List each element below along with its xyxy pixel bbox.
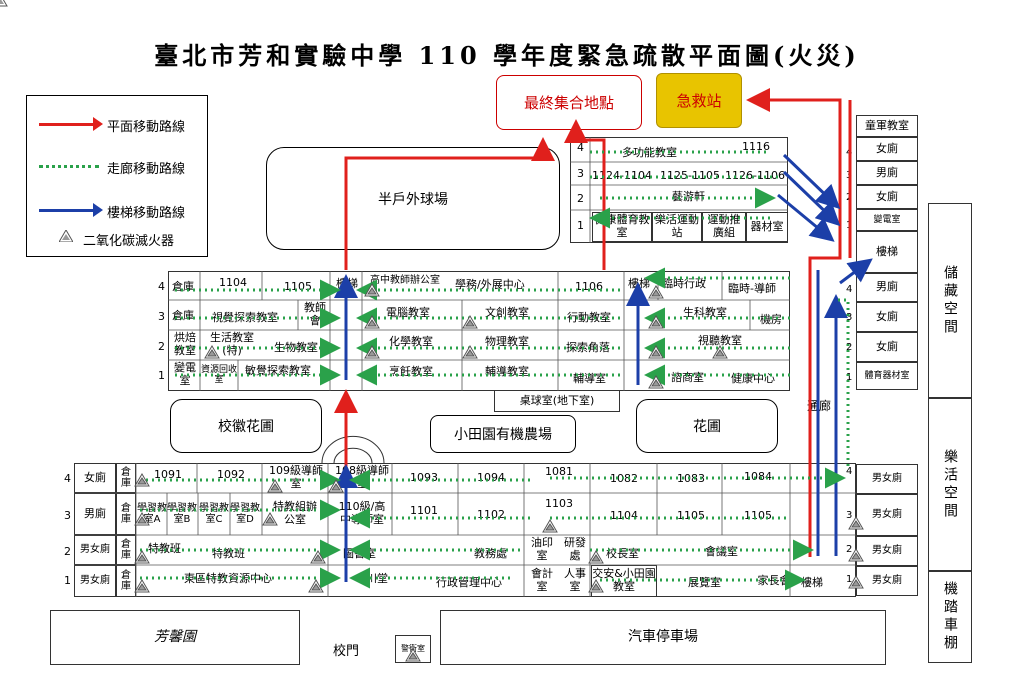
room-learn-c: 學習教室C: [199, 502, 229, 526]
room-sped-resource: 東區特教資源中心: [184, 572, 272, 585]
room-1105b: 1105: [744, 509, 772, 522]
svg-text:2: 2: [846, 342, 852, 353]
room-restroom-mf: 男女廁: [74, 565, 116, 597]
extinguisher-icon: [59, 230, 73, 242]
room-1091: 1091: [154, 468, 182, 481]
room-computer: 電腦教室: [386, 306, 430, 319]
legend: 平面移動路線 走廊移動路線 樓梯移動路線 二氧化碳滅火器: [26, 95, 208, 257]
room-transformer: 變電室: [174, 361, 196, 387]
room-tech: 生科教室: [683, 306, 727, 319]
room-restroom-f: 女廁: [74, 463, 116, 493]
room-sports: 運動推廣組: [702, 212, 746, 242]
assembly-point: 最終集合地點: [496, 75, 642, 130]
organic-farm: 小田園有機農場: [430, 415, 576, 453]
room-restroom-mf: 男女廁: [74, 535, 116, 565]
middle-block: [168, 271, 790, 391]
room-1093: 1093: [410, 471, 438, 484]
room-temp-homeroom: 臨時-導師: [728, 282, 776, 295]
bike-parking: 機踏車棚: [928, 571, 972, 663]
room-baking: 烘焙教室: [174, 331, 196, 357]
room-learn-a: 學習教室A: [137, 502, 167, 526]
room-physics: 物理教室: [485, 335, 529, 348]
room-print: 油印室: [531, 536, 553, 562]
room-restroom-mf: 男女廁: [856, 464, 918, 494]
svg-text:4: 4: [846, 466, 852, 477]
room-1104: 1104: [219, 276, 247, 289]
north-block: [570, 137, 788, 243]
room-1126: 1126-1106: [725, 169, 785, 182]
room-1092: 1092: [217, 468, 245, 481]
svg-text:3: 3: [846, 312, 852, 323]
room-1083: 1083: [677, 472, 705, 485]
room-1084: 1084: [744, 470, 772, 483]
storage-space: 儲藏空間: [928, 203, 972, 398]
room-rnd: 研發處: [564, 536, 586, 562]
room-transformer: 變電室: [856, 209, 918, 231]
car-parking: 汽車停車場: [440, 610, 886, 665]
svg-text:3: 3: [846, 510, 852, 521]
room-1081: 1081: [545, 465, 573, 478]
room-student-affairs: 學務/外展中心: [455, 278, 525, 291]
room-storage: 倉庫: [116, 463, 136, 493]
room-learn-b: 學習教室B: [167, 502, 197, 526]
room-multi: 多功能教室: [622, 146, 677, 159]
room-pe-equipment: 體育器材室: [856, 362, 918, 390]
room-restroom-f: 女廁: [856, 185, 918, 209]
room-equipment: 器材室: [746, 212, 788, 242]
room-accounting: 會計室: [531, 567, 553, 593]
room-av: 視聽教室: [698, 334, 742, 347]
first-aid-station: 急救站: [656, 73, 742, 128]
school-gate: 校門: [333, 644, 360, 659]
room-1101: 1101: [410, 504, 438, 517]
room-restroom-mf: 男女廁: [856, 494, 918, 536]
room-consult: 諮商室: [671, 371, 704, 384]
room-counseling: 輔導室: [573, 372, 606, 385]
room-learn-d: 學習教室D: [230, 502, 260, 526]
room-restroom-mf: 男女廁: [856, 566, 918, 596]
room-chemistry: 化學教室: [389, 335, 433, 348]
room-restroom-m: 男廁: [856, 161, 918, 185]
room-storage: 倉庫: [116, 493, 136, 535]
room-hs-teacher: 高中教師辦公室: [370, 275, 440, 286]
room-restroom-f: 女廁: [856, 332, 918, 362]
room-temp-admin: 臨時行政: [662, 277, 706, 290]
svg-text:2: 2: [846, 544, 852, 555]
extinguisher-icons: [0, 0, 8, 7]
room-scout: 童軍教室: [856, 115, 918, 137]
room-restroom-m: 男廁: [74, 493, 116, 535]
room-recycle: 資源回收室: [201, 364, 238, 385]
room-1116: 1116: [742, 140, 770, 153]
room-ping-pong: 桌球室(地下室): [494, 390, 620, 412]
fanghe-park: 芳馨園: [50, 610, 300, 665]
svg-text:1: 1: [846, 372, 852, 383]
lohas-space: 樂活空間: [928, 398, 972, 571]
room-personnel: 人事室: [564, 567, 586, 593]
room-yiyou: 藝游軒: [672, 190, 705, 203]
room-restroom-f: 女廁: [856, 302, 918, 332]
room-storage: 倉庫: [116, 535, 136, 565]
room-visual: 視覺探索教室: [212, 311, 278, 324]
room-meeting: 會議室: [705, 545, 738, 558]
room-sense-explore: 敏覺探索教室: [245, 364, 311, 377]
room-1125: 1125-1105: [660, 169, 720, 182]
room-storage: 倉庫: [116, 565, 136, 597]
page-title: 臺北市芳和實驗中學 110 學年度緊急疏散平面圖(火災): [154, 41, 860, 70]
baseball-field: 半戶外球場: [266, 147, 560, 250]
room-1103: 1103: [545, 497, 573, 510]
room-restroom-f: 女廁: [856, 137, 918, 161]
emblem-garden: 校徽花圃: [170, 399, 322, 453]
room-creative: 文創教室: [485, 306, 529, 319]
room-lohas: 樂活運動站: [652, 212, 702, 242]
flower-garden: 花圃: [636, 399, 778, 453]
stairs-south: 樓梯: [801, 576, 823, 589]
svg-text:4: 4: [846, 284, 852, 295]
room-109-teacher: 109級導師室: [269, 464, 323, 490]
svg-text:1: 1: [846, 574, 852, 585]
